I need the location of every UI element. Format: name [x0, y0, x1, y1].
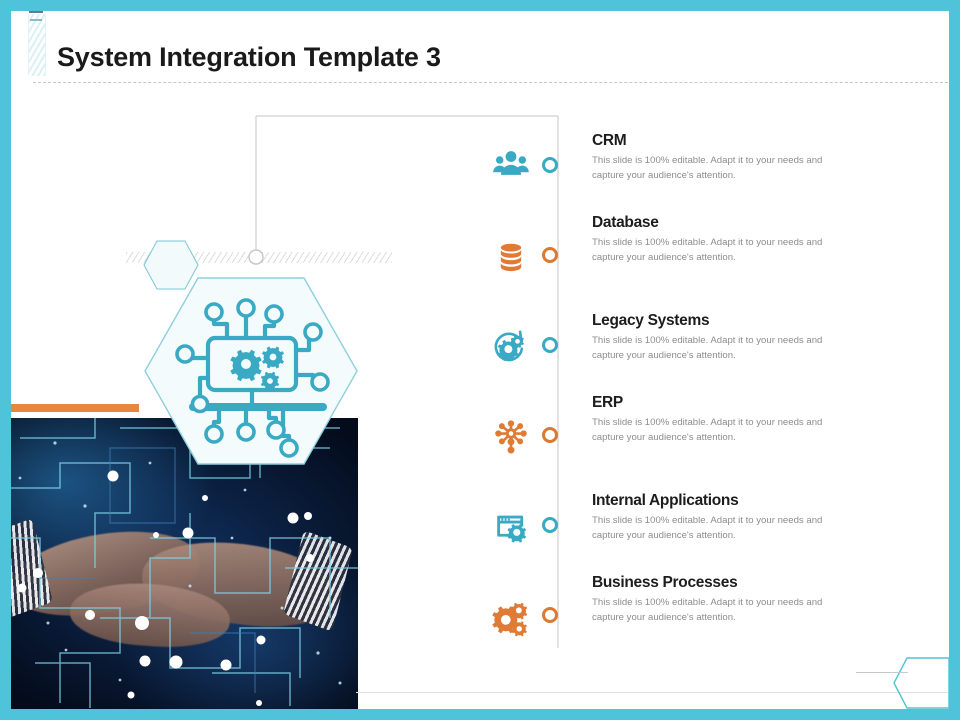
title-decoration-dash	[29, 11, 43, 13]
item-title: ERP	[592, 394, 623, 411]
timeline-marker	[542, 247, 558, 263]
title-decoration-bar	[28, 14, 46, 76]
timeline-marker	[542, 607, 558, 623]
list-item[interactable]: CRM This slide is 100% editable. Adapt i…	[488, 130, 918, 220]
item-body: This slide is 100% editable. Adapt it to…	[592, 237, 823, 263]
item-body: This slide is 100% editable. Adapt it to…	[592, 597, 823, 623]
timeline-marker	[542, 427, 558, 443]
title-underline	[33, 82, 948, 83]
small-hexagon-decor	[143, 240, 199, 290]
corner-divider	[856, 672, 908, 673]
item-title: Legacy Systems	[592, 312, 710, 329]
timeline-marker	[542, 157, 558, 173]
timeline-marker	[542, 517, 558, 533]
gears-glyph	[230, 346, 284, 391]
frame-bottom	[0, 709, 960, 720]
integration-items-list: CRM This slide is 100% editable. Adapt i…	[488, 130, 918, 670]
list-item[interactable]: ERP This slide is 100% editable. Adapt i…	[488, 394, 918, 490]
title-decoration-dash	[30, 19, 42, 21]
frame-right	[949, 0, 960, 720]
central-hexagon	[144, 277, 358, 465]
bottom-divider	[356, 692, 948, 693]
gear-refresh-icon	[488, 324, 534, 370]
people-group-icon	[488, 144, 534, 190]
frame-top	[0, 0, 960, 11]
gears-pair-icon	[488, 594, 534, 640]
orange-accent-bar	[10, 404, 139, 412]
list-item[interactable]: Legacy Systems This slide is 100% editab…	[488, 310, 918, 400]
item-body: This slide is 100% editable. Adapt it to…	[592, 155, 823, 181]
frame-left	[0, 0, 11, 720]
corner-hexagon-decor	[893, 657, 949, 709]
item-title: Database	[592, 214, 659, 231]
item-body: This slide is 100% editable. Adapt it to…	[592, 335, 823, 361]
page-title: System Integration Template 3	[57, 42, 441, 73]
browser-gear-icon	[488, 504, 534, 550]
network-hub-icon	[488, 414, 534, 460]
list-item[interactable]: Business Processes This slide is 100% ed…	[488, 574, 918, 670]
item-title: CRM	[592, 132, 627, 149]
handshake-network-photo	[0, 418, 358, 709]
item-body: This slide is 100% editable. Adapt it to…	[592, 417, 823, 443]
list-item[interactable]: Internal Applications This slide is 100%…	[488, 490, 918, 580]
timeline-marker	[542, 337, 558, 353]
item-body: This slide is 100% editable. Adapt it to…	[592, 515, 823, 541]
item-title: Business Processes	[592, 574, 738, 591]
database-stack-icon	[488, 234, 534, 280]
list-item[interactable]: Database This slide is 100% editable. Ad…	[488, 214, 918, 310]
item-title: Internal Applications	[592, 492, 739, 509]
